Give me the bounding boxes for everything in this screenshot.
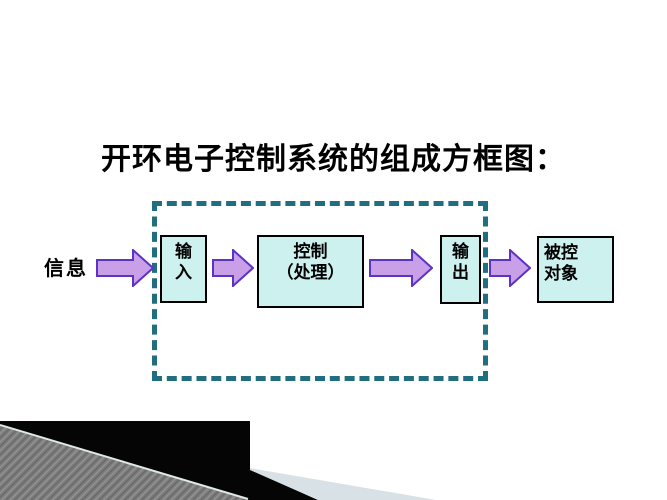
deco-light-band-shape: [250, 468, 436, 500]
input-box: 输 入: [160, 235, 207, 303]
deco-edge-highlight: [0, 424, 249, 500]
system-boundary-dashed-frame: [152, 201, 488, 381]
output-box-text: 出: [452, 263, 469, 282]
right-arrow-icon: [489, 249, 531, 287]
information-input-label: 信息: [44, 258, 88, 280]
right-arrow-icon: [212, 249, 254, 287]
controlled-object-box: 被控 对象: [537, 236, 614, 303]
control-box-text: （处理）: [276, 263, 345, 282]
input-box-text: 入: [175, 263, 192, 282]
input-box-text: 输: [175, 242, 192, 261]
output-box: 输 出: [440, 235, 481, 304]
right-arrow-icon: [96, 249, 154, 287]
slide-title: 开环电子控制系统的组成方框图：: [101, 143, 566, 176]
controlled-object-box-text: 对象: [544, 264, 578, 283]
slide-corner-decoration: [0, 421, 436, 500]
right-arrow-icon: [369, 249, 433, 287]
output-box-text: 输: [452, 242, 469, 261]
control-box-text: 控制: [293, 242, 328, 261]
control-process-box: 控制 （处理）: [257, 235, 364, 308]
controlled-object-box-text: 被控: [544, 243, 578, 262]
